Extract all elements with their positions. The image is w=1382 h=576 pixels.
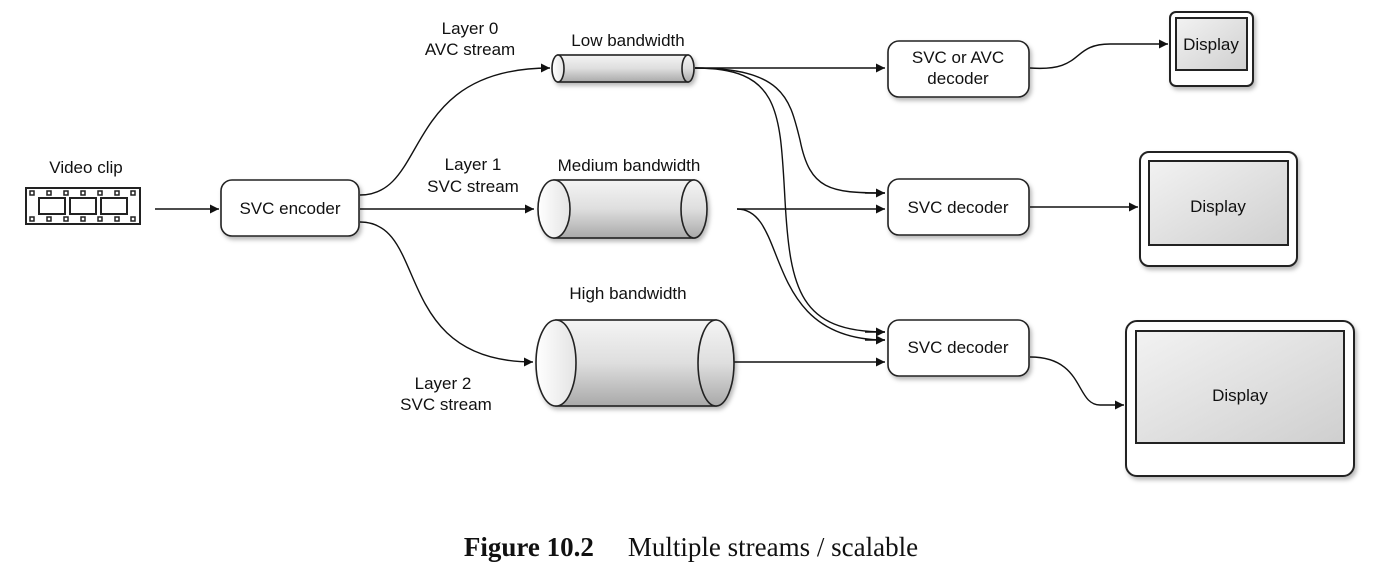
low-bandwidth-label: Low bandwidth bbox=[571, 31, 684, 50]
layer2-type: SVC stream bbox=[400, 395, 492, 414]
decoder0-node bbox=[887, 40, 1030, 98]
figure-caption: Figure 10.2 Multiple streams / scalable bbox=[0, 532, 1382, 563]
decoder1-node bbox=[887, 178, 1030, 236]
figure-number: Figure 10.2 bbox=[463, 532, 594, 562]
display-large-label: Display bbox=[1212, 386, 1268, 405]
low-bandwidth-pipe bbox=[551, 54, 695, 83]
decoder2-node bbox=[887, 319, 1030, 377]
video-clip-label: Video clip bbox=[49, 158, 122, 177]
layer0-name: Layer 0 bbox=[442, 19, 499, 38]
diagram-canvas: Video clip SVC encoder Layer 0 AVC strea… bbox=[25, 11, 1355, 477]
display-small bbox=[1169, 11, 1254, 87]
high-bandwidth-label: High bandwidth bbox=[569, 284, 686, 303]
medium-bandwidth-pipe bbox=[537, 179, 708, 239]
arrow-medium-to-decoder2 bbox=[736, 208, 886, 341]
arrow-encoder-to-low bbox=[359, 63, 551, 196]
display-medium-label: Display bbox=[1190, 197, 1246, 216]
layer2-name: Layer 2 bbox=[415, 374, 472, 393]
layer0-type: AVC stream bbox=[425, 40, 515, 59]
arrow-low-to-decoder1 bbox=[694, 67, 886, 194]
arrow-encoder-to-high bbox=[359, 221, 534, 367]
display-small-label: Display bbox=[1183, 35, 1239, 54]
arrow-decoder2-to-display2 bbox=[1029, 356, 1124, 410]
svc-encoder-node bbox=[220, 179, 360, 237]
decoder2-label: SVC decoder bbox=[907, 338, 1008, 357]
arrow-decoder0-to-display0 bbox=[1029, 39, 1168, 70]
arrow-low-to-decoder2 bbox=[694, 67, 886, 333]
medium-bandwidth-label: Medium bandwidth bbox=[558, 156, 701, 175]
display-medium bbox=[1139, 151, 1298, 267]
connectors bbox=[155, 39, 1168, 410]
decoder0-line2: decoder bbox=[927, 69, 989, 88]
decoder1-label: SVC decoder bbox=[907, 198, 1008, 217]
video-clip-icon bbox=[25, 187, 141, 225]
display-large bbox=[1125, 320, 1355, 477]
high-bandwidth-pipe bbox=[535, 319, 735, 407]
figure-caption-text: Multiple streams / scalable bbox=[627, 532, 919, 562]
decoder0-line1: SVC or AVC bbox=[912, 48, 1004, 67]
svc-encoder-label: SVC encoder bbox=[239, 199, 340, 218]
layer1-name: Layer 1 bbox=[445, 155, 502, 174]
layer1-type: SVC stream bbox=[427, 177, 519, 196]
